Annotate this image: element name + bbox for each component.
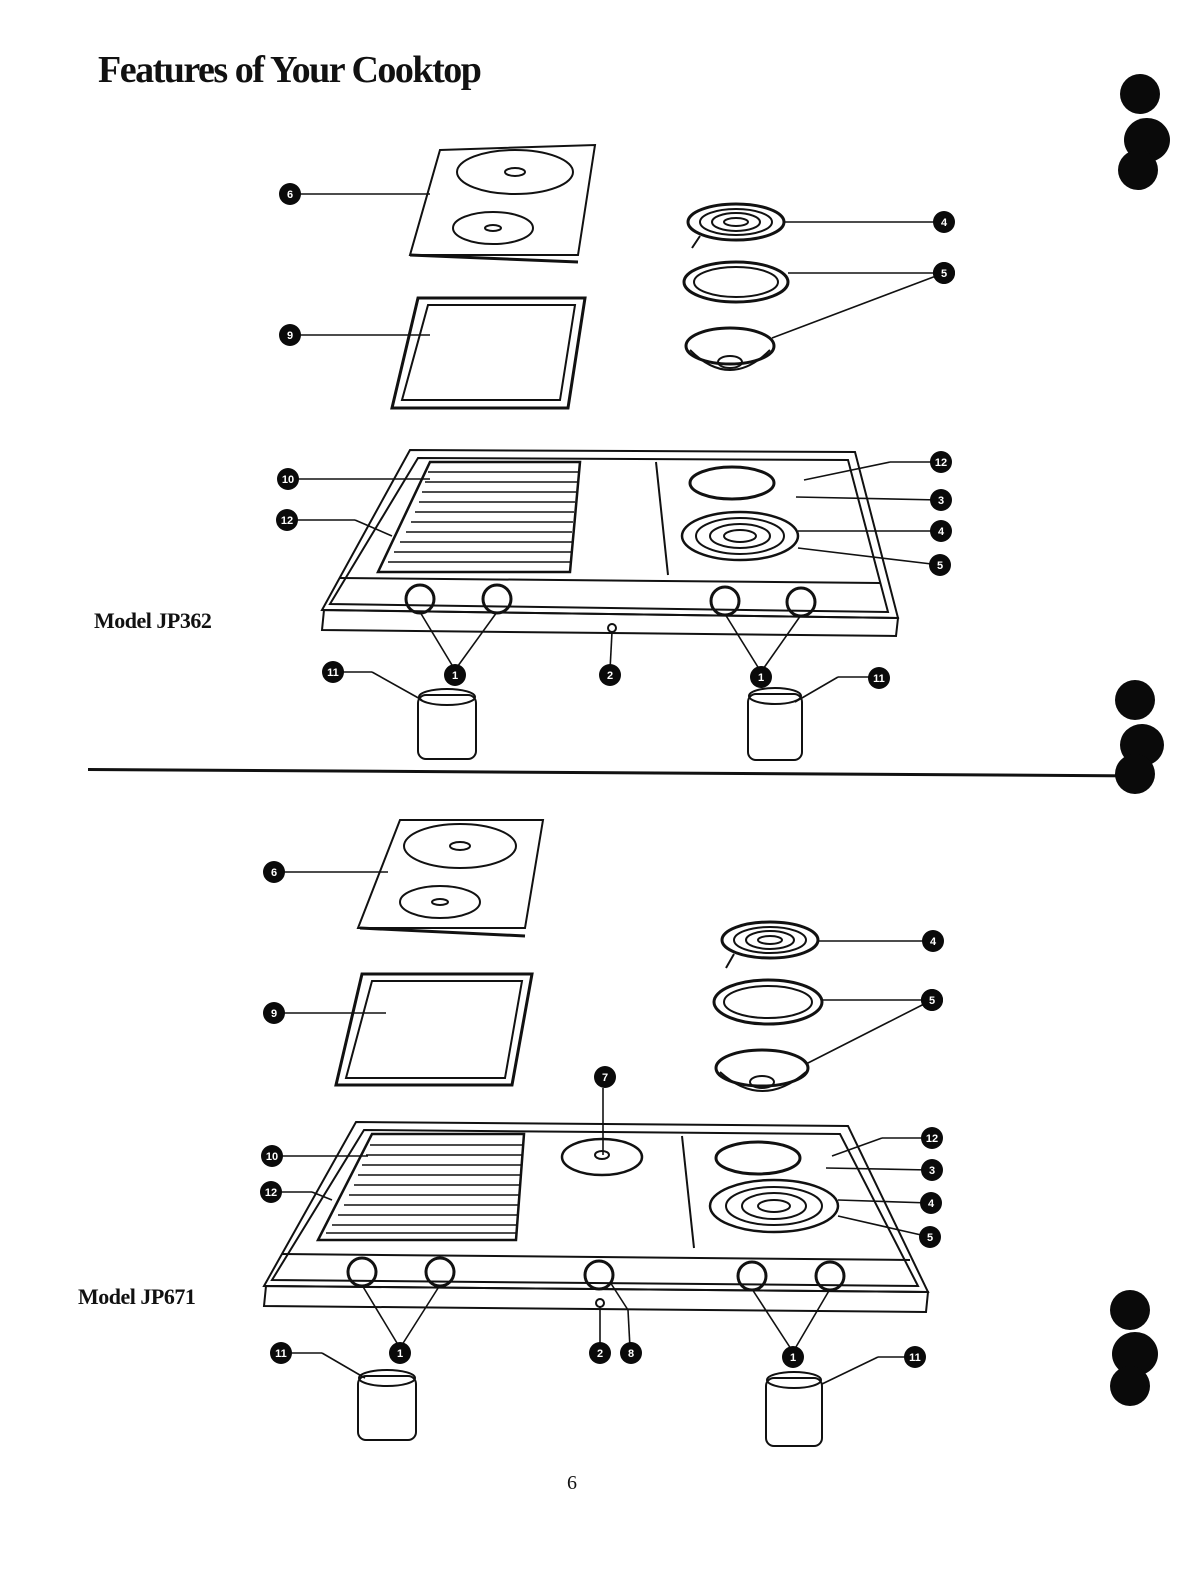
- svg-text:5: 5: [929, 995, 935, 1007]
- control-knob: [787, 588, 815, 616]
- svg-text:1: 1: [397, 1348, 403, 1360]
- callout-8: 8: [620, 1342, 642, 1364]
- svg-text:7: 7: [602, 1072, 608, 1084]
- svg-text:12: 12: [265, 1187, 277, 1199]
- callout-2: 2: [589, 1342, 611, 1364]
- callout-1: 1: [389, 1342, 411, 1364]
- svg-text:5: 5: [937, 560, 943, 572]
- callout-9: 9: [279, 324, 301, 346]
- control-knob: [711, 587, 739, 615]
- svg-text:4: 4: [930, 936, 937, 948]
- indicator-light: [596, 1299, 604, 1307]
- callout-4: 4: [933, 211, 955, 233]
- drip-bowl: [686, 328, 774, 370]
- control-knob: [483, 585, 511, 613]
- control-knob: [738, 1262, 766, 1290]
- callout-1: 1: [444, 664, 466, 686]
- svg-text:4: 4: [941, 217, 948, 229]
- grease-jar: [418, 689, 476, 759]
- griddle-module: [392, 298, 585, 408]
- svg-text:11: 11: [275, 1348, 287, 1360]
- callout-12: 12: [921, 1127, 943, 1149]
- control-knob: [585, 1261, 613, 1289]
- callout-11: 11: [904, 1346, 926, 1368]
- callout-12: 12: [260, 1181, 282, 1203]
- svg-text:4: 4: [938, 526, 945, 538]
- callout-4: 4: [922, 930, 944, 952]
- grease-jar: [358, 1370, 416, 1440]
- callout-7: 7: [594, 1066, 616, 1088]
- callout-1: 1: [750, 666, 772, 688]
- svg-text:9: 9: [287, 330, 293, 342]
- svg-text:12: 12: [935, 457, 947, 469]
- svg-text:6: 6: [287, 189, 293, 201]
- svg-text:10: 10: [266, 1151, 278, 1163]
- grease-jar: [748, 688, 802, 760]
- callout-11: 11: [868, 667, 890, 689]
- callout-1: 1: [782, 1346, 804, 1368]
- svg-text:3: 3: [929, 1165, 935, 1177]
- callout-11: 11: [270, 1342, 292, 1364]
- control-knob: [406, 585, 434, 613]
- grease-jar: [766, 1372, 822, 1446]
- svg-text:10: 10: [282, 474, 294, 486]
- callout-11: 11: [322, 661, 344, 683]
- callout-6: 6: [279, 183, 301, 205]
- svg-text:1: 1: [790, 1352, 796, 1364]
- callout-10: 10: [277, 468, 299, 490]
- coil-element: [722, 922, 818, 968]
- svg-text:8: 8: [628, 1348, 634, 1360]
- svg-text:6: 6: [271, 867, 277, 879]
- svg-text:11: 11: [873, 673, 885, 685]
- svg-text:12: 12: [281, 515, 293, 527]
- callout-12: 12: [930, 451, 952, 473]
- callout-10: 10: [261, 1145, 283, 1167]
- callout-3: 3: [921, 1159, 943, 1181]
- solid-element-module: [410, 145, 595, 262]
- callout-4: 4: [930, 520, 952, 542]
- svg-text:2: 2: [607, 670, 613, 682]
- callout-3: 3: [930, 489, 952, 511]
- callout-6: 6: [263, 861, 285, 883]
- coil-element: [688, 204, 784, 248]
- svg-text:5: 5: [941, 268, 947, 280]
- svg-text:4: 4: [928, 1198, 935, 1210]
- svg-text:11: 11: [909, 1352, 921, 1364]
- drip-bowl: [716, 1050, 808, 1091]
- svg-text:1: 1: [758, 672, 764, 684]
- callout-2: 2: [599, 664, 621, 686]
- callout-5: 5: [919, 1226, 941, 1248]
- callout-4: 4: [920, 1192, 942, 1214]
- indicator-light: [608, 624, 616, 632]
- callout-9: 9: [263, 1002, 285, 1024]
- svg-text:2: 2: [597, 1348, 603, 1360]
- cooktop-jp671: [264, 1122, 928, 1312]
- callout-5: 5: [929, 554, 951, 576]
- callout-12: 12: [276, 509, 298, 531]
- svg-text:11: 11: [327, 667, 339, 679]
- svg-text:12: 12: [926, 1133, 938, 1145]
- callout-5: 5: [933, 262, 955, 284]
- callout-5: 5: [921, 989, 943, 1011]
- solid-element-module: [358, 820, 543, 936]
- griddle-module: [336, 974, 532, 1085]
- svg-text:3: 3: [938, 495, 944, 507]
- svg-text:1: 1: [452, 670, 458, 682]
- svg-text:5: 5: [927, 1232, 933, 1244]
- svg-text:9: 9: [271, 1008, 277, 1020]
